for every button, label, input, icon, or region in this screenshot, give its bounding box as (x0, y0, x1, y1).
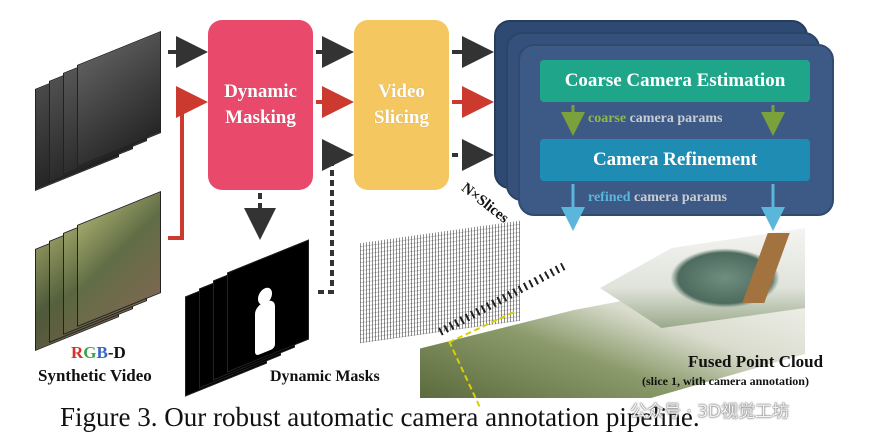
fused-point-cloud-sub: (slice 1, with camera annotation) (642, 374, 809, 388)
arrow-rgb-to-masking (168, 86, 208, 240)
dynamic-masking-label: Dynamic Masking (224, 81, 297, 128)
rgbd-rest: -D (107, 343, 126, 362)
dynamic-masking-box: Dynamic Masking (208, 20, 313, 190)
refined-params-label: refined camera params (588, 190, 727, 206)
rgbd-label: RGB-D (71, 343, 126, 363)
figure-caption: Figure 3. Our robust automatic camera an… (60, 402, 700, 432)
refined-params-highlight: refined (588, 190, 631, 205)
coarse-params-rest: camera params (626, 111, 723, 126)
synthetic-video-label: Synthetic Video (38, 366, 152, 385)
video-slicing-label: Video Slicing (374, 81, 429, 128)
fused-point-cloud-image (420, 228, 805, 407)
dynamic-masks-label: Dynamic Masks (270, 368, 380, 385)
coarse-params-label: coarse camera params (588, 111, 723, 127)
arrow-masks-to-slicing-dashed (318, 139, 354, 294)
coarse-camera-estimation-label: Coarse Camera Estimation (564, 70, 786, 91)
camera-refinement-label: Camera Refinement (592, 149, 758, 170)
coarse-camera-estimation-box: Coarse Camera Estimation (540, 60, 810, 102)
fused-point-cloud-label: Fused Point Cloud (688, 352, 824, 371)
video-slicing-box: Video Slicing (354, 20, 449, 190)
rgbd-g: G (83, 343, 97, 362)
camera-refinement-box: Camera Refinement (540, 139, 810, 181)
refined-params-rest: camera params (630, 190, 727, 205)
rgbd-b: B (96, 343, 108, 362)
rgbd-r: R (71, 343, 84, 362)
coarse-params-highlight: coarse (588, 111, 627, 126)
watermark: 公众号 · 3D视觉工坊 (630, 402, 790, 422)
